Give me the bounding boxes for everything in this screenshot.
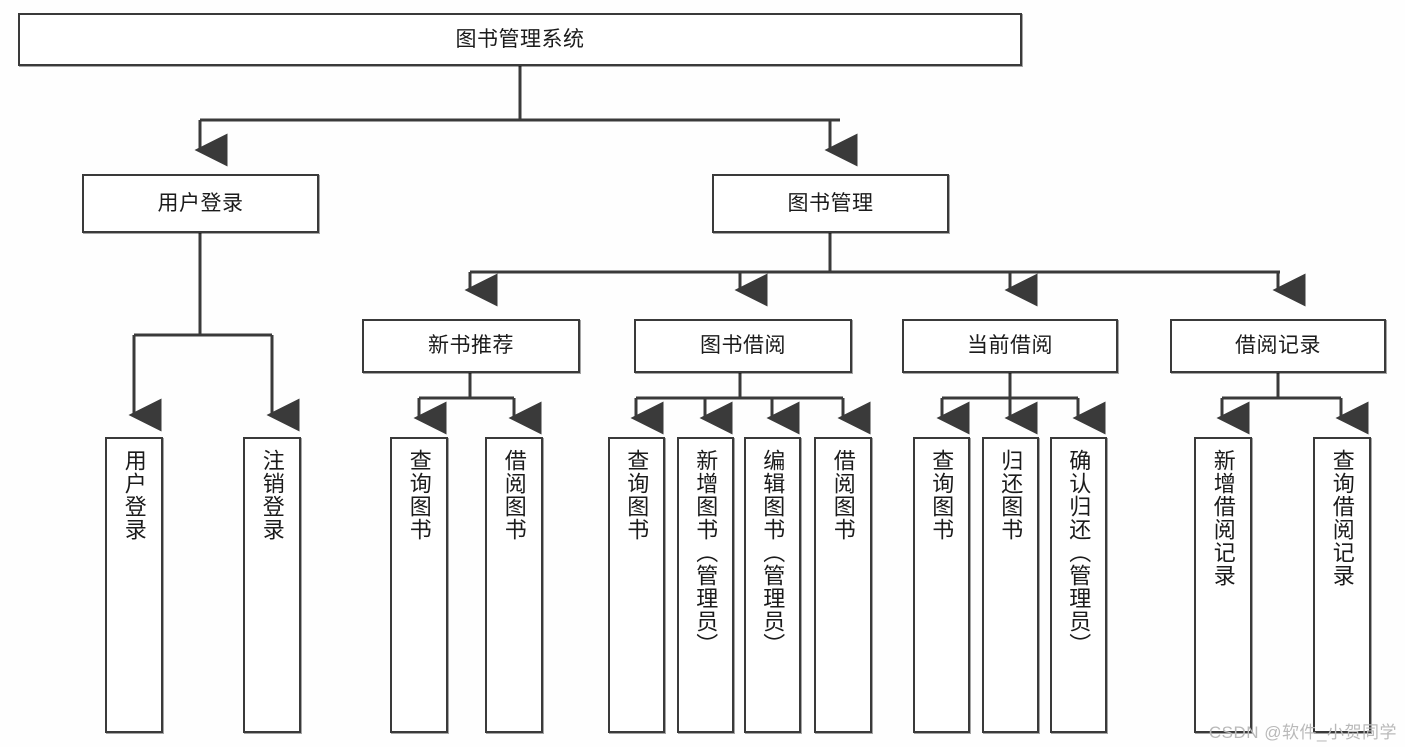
node-label: 确认归还（管理员） <box>1066 449 1092 656</box>
leaf-query-book-recommend[interactable]: 查询图书 <box>390 437 448 733</box>
node-label: 图书借阅 <box>700 334 786 358</box>
leaf-query-book-current[interactable]: 查询图书 <box>913 437 970 733</box>
leaf-logout[interactable]: 注销登录 <box>243 437 301 733</box>
leaf-add-borrow-record[interactable]: 新增借阅记录 <box>1194 437 1252 733</box>
node-label: 图书管理 <box>787 191 874 215</box>
leaf-edit-book-admin[interactable]: 编辑图书（管理员） <box>744 437 801 733</box>
node-label: 查询借阅记录 <box>1329 449 1355 587</box>
leaf-query-book-borrow[interactable]: 查询图书 <box>608 437 665 733</box>
node-label: 编辑图书（管理员） <box>760 449 786 656</box>
node-label: 注销登录 <box>259 449 285 541</box>
node-borrow-record[interactable]: 借阅记录 <box>1170 319 1386 373</box>
node-new-book-recommend[interactable]: 新书推荐 <box>362 319 580 373</box>
node-root[interactable]: 图书管理系统 <box>18 13 1022 66</box>
csdn-watermark: CSDN @软件_小贺同学 <box>1208 723 1397 742</box>
node-label: 用户登录 <box>121 449 147 541</box>
node-label: 用户登录 <box>157 191 244 215</box>
node-label: 新增图书（管理员） <box>693 449 719 656</box>
leaf-user-login[interactable]: 用户登录 <box>105 437 163 733</box>
node-label: 查询图书 <box>929 449 955 541</box>
node-label: 借阅图书 <box>501 449 527 541</box>
node-label: 当前借阅 <box>967 334 1053 358</box>
node-user-login[interactable]: 用户登录 <box>82 174 319 233</box>
leaf-borrow-book-recommend[interactable]: 借阅图书 <box>485 437 543 733</box>
node-current-borrow[interactable]: 当前借阅 <box>902 319 1118 373</box>
node-label: 查询图书 <box>624 449 650 541</box>
leaf-query-borrow-record[interactable]: 查询借阅记录 <box>1313 437 1371 733</box>
node-book-management[interactable]: 图书管理 <box>712 174 949 233</box>
node-label: 借阅记录 <box>1235 334 1321 358</box>
leaf-borrow-book[interactable]: 借阅图书 <box>814 437 872 733</box>
node-label: 新增借阅记录 <box>1210 449 1236 587</box>
node-label: 新书推荐 <box>428 334 514 358</box>
leaf-return-book[interactable]: 归还图书 <box>982 437 1039 733</box>
node-label: 查询图书 <box>406 449 432 541</box>
node-label: 图书管理系统 <box>455 27 585 51</box>
node-label: 借阅图书 <box>830 449 856 541</box>
node-book-borrow[interactable]: 图书借阅 <box>634 319 852 373</box>
node-label: 归还图书 <box>998 449 1024 541</box>
leaf-add-book-admin[interactable]: 新增图书（管理员） <box>677 437 734 733</box>
leaf-confirm-return-admin[interactable]: 确认归还（管理员） <box>1050 437 1107 733</box>
